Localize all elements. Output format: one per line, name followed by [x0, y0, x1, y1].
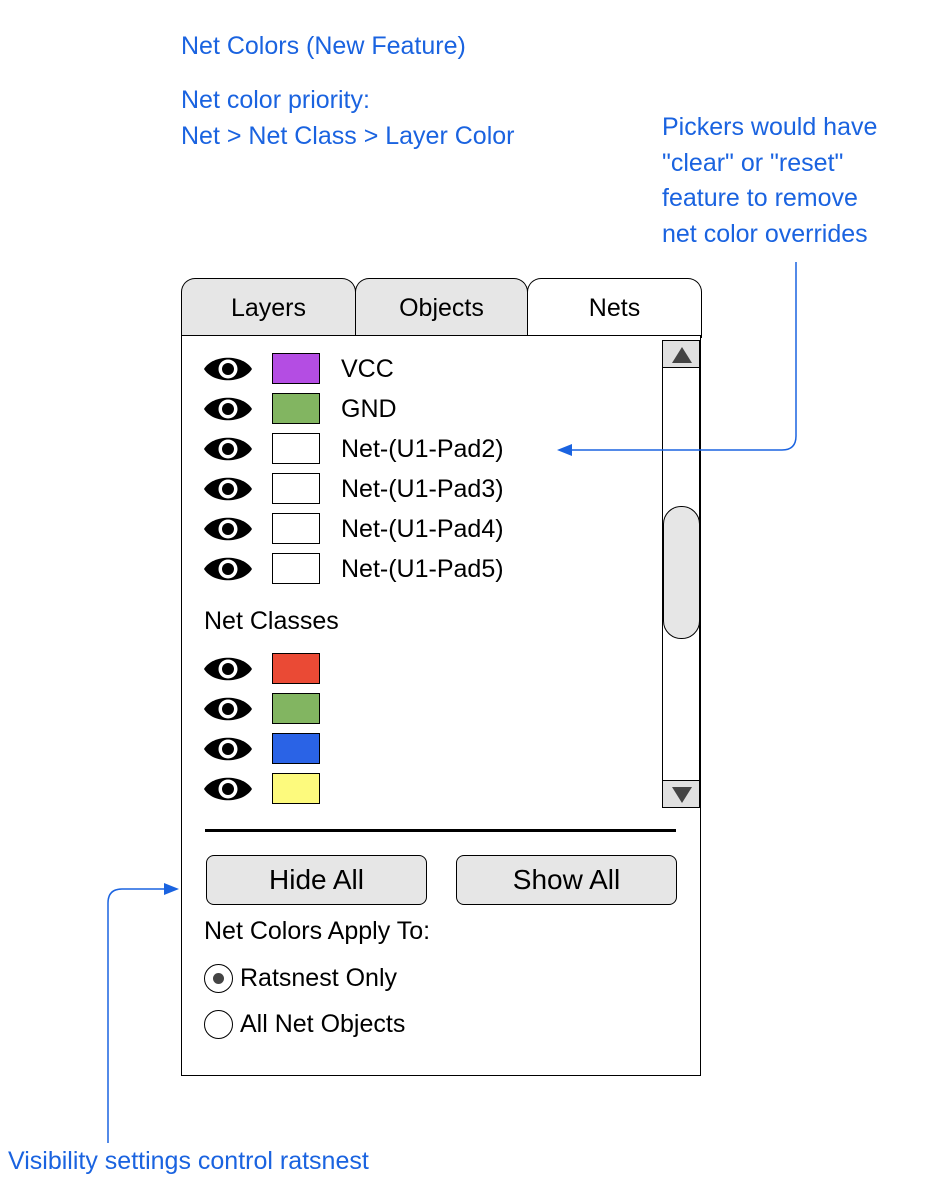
- priority-note-line1: Net color priority:: [181, 86, 370, 114]
- pickers-note-line: "clear" or "reset": [662, 148, 844, 177]
- radio-selected-dot: [213, 973, 224, 984]
- radio-button[interactable]: [204, 1010, 233, 1039]
- color-swatch[interactable]: [272, 513, 320, 544]
- pickers-note: Pickers would have "clear" or "reset" fe…: [662, 110, 877, 252]
- color-swatch[interactable]: [272, 433, 320, 464]
- color-swatch[interactable]: [272, 773, 320, 804]
- color-swatch[interactable]: [272, 353, 320, 384]
- eye-icon[interactable]: [203, 552, 253, 586]
- priority-note-line2: Net > Net Class > Layer Color: [181, 122, 515, 150]
- apply-to-label: Net Colors Apply To:: [204, 917, 431, 945]
- eye-icon[interactable]: [203, 392, 253, 426]
- scroll-down-button[interactable]: [662, 780, 700, 808]
- divider: [205, 829, 676, 832]
- visibility-note: Visibility settings control ratsnest: [8, 1147, 369, 1175]
- radio-label: Ratsnest Only: [240, 964, 398, 992]
- net-name: VCC: [341, 355, 394, 383]
- pickers-note-line: Pickers would have: [662, 113, 878, 141]
- eye-icon[interactable]: [203, 472, 253, 506]
- tab-layers[interactable]: Layers: [181, 278, 356, 336]
- pickers-arrowhead: [557, 444, 572, 456]
- eye-icon[interactable]: [203, 652, 253, 686]
- eye-icon[interactable]: [203, 772, 253, 806]
- net-name: Net-(U1-Pad3): [341, 475, 504, 503]
- feature-title: Net Colors (New Feature): [181, 32, 466, 60]
- hide-all-button[interactable]: Hide All: [206, 855, 427, 905]
- color-swatch[interactable]: [272, 693, 320, 724]
- tab-objects[interactable]: Objects: [355, 278, 528, 336]
- visibility-arrow-line: [107, 888, 164, 1143]
- net-classes-heading: Net Classes: [204, 607, 339, 635]
- eye-icon[interactable]: [203, 512, 253, 546]
- radio-label: All Net Objects: [240, 1010, 406, 1038]
- color-swatch[interactable]: [272, 653, 320, 684]
- eye-icon[interactable]: [203, 352, 253, 386]
- eye-icon[interactable]: [203, 432, 253, 466]
- color-swatch[interactable]: [272, 733, 320, 764]
- net-name: GND: [341, 395, 397, 423]
- tab-nets[interactable]: Nets: [527, 278, 702, 338]
- pickers-note-line: feature to remove: [662, 184, 858, 212]
- pickers-note-line: net color overrides: [662, 219, 868, 248]
- nets-panel: [181, 335, 701, 1076]
- scroll-up-button[interactable]: [662, 340, 700, 368]
- show-all-button[interactable]: Show All: [456, 855, 677, 905]
- eye-icon[interactable]: [203, 692, 253, 726]
- visibility-arrowhead: [164, 883, 179, 895]
- color-swatch[interactable]: [272, 393, 320, 424]
- net-name: Net-(U1-Pad4): [341, 515, 504, 543]
- scrollbar-thumb[interactable]: [663, 506, 700, 639]
- net-name: Net-(U1-Pad5): [341, 555, 504, 583]
- color-swatch[interactable]: [272, 553, 320, 584]
- arrow-up-icon: [672, 347, 692, 363]
- color-swatch[interactable]: [272, 473, 320, 504]
- eye-icon[interactable]: [203, 732, 253, 766]
- arrow-down-icon: [672, 787, 692, 803]
- net-name: Net-(U1-Pad2): [341, 435, 504, 463]
- pickers-arrow-line: [572, 262, 797, 451]
- radio-button[interactable]: [204, 964, 233, 993]
